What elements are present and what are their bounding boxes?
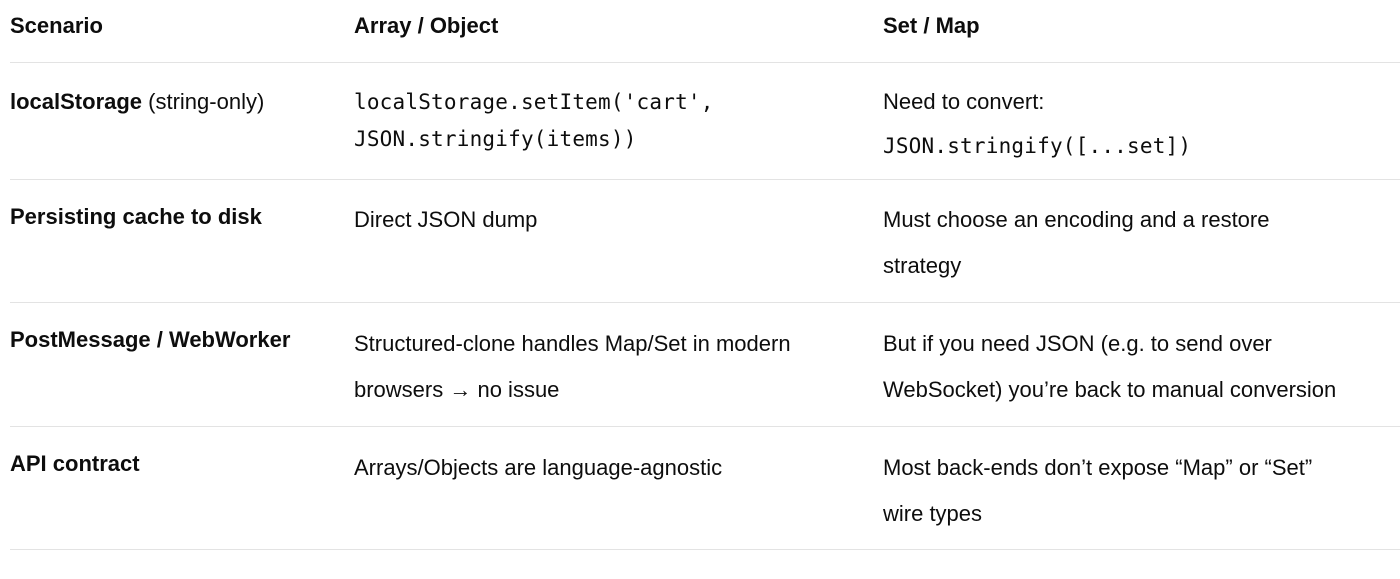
table-row: API contract Arrays/Objects are language… xyxy=(10,426,1400,550)
set-map-cell: But if you need JSON (e.g. to send over … xyxy=(883,321,1400,413)
table-row: Persisting cache to disk Direct JSON dum… xyxy=(10,179,1400,303)
array-object-cell: Arrays/Objects are language-agnostic xyxy=(354,445,864,491)
set-map-cell: Most back-ends don’t expose “Map” or “Se… xyxy=(883,445,1400,537)
array-object-cell: localStorage.setItem('cart', JSON.string… xyxy=(354,84,864,158)
cell-text-line: Direct JSON dump xyxy=(354,207,538,232)
scenario-cell: PostMessage / WebWorker xyxy=(10,327,291,352)
cell-text-line: But if you need JSON (e.g. to send over xyxy=(883,331,1272,356)
array-object-cell: Direct JSON dump xyxy=(354,197,864,243)
set-map-cell: Need to convert: JSON.stringify([...set]… xyxy=(883,82,1400,170)
cell-text-line: WebSocket) you’re back to manual convers… xyxy=(883,377,1337,402)
header-array-object: Array / Object xyxy=(354,13,499,38)
header-scenario: Scenario xyxy=(10,13,103,38)
cell-text-line: Most back-ends don’t expose “Map” or “Se… xyxy=(883,455,1313,480)
cell-text-line: Structured-clone handles Map/Set in mode… xyxy=(354,331,791,356)
table-row: localStorage (string-only) localStorage.… xyxy=(10,62,1400,180)
cell-text-line: Arrays/Objects are language-agnostic xyxy=(354,455,723,480)
cell-text-line: Must choose an encoding and a restore xyxy=(883,207,1270,232)
code-line: localStorage.setItem('cart', xyxy=(354,90,714,114)
cell-text-line: Need to convert: xyxy=(883,89,1045,114)
array-object-cell: Structured-clone handles Map/Set in mode… xyxy=(354,321,864,413)
scenario-cell: localStorage (string-only) xyxy=(10,79,340,125)
table-header-row: Scenario Array / Object Set / Map xyxy=(10,0,1400,63)
cell-text-line: wire types xyxy=(883,501,983,526)
code-line: JSON.stringify([...set]) xyxy=(883,134,1192,158)
scenario-cell: Persisting cache to disk xyxy=(10,204,262,229)
table-row: PostMessage / WebWorker Structured-clone… xyxy=(10,302,1400,427)
scenario-note: (string-only) xyxy=(142,89,265,114)
scenario-cell: API contract xyxy=(10,451,140,476)
scenario-name: localStorage xyxy=(10,89,143,114)
cell-text-line: strategy xyxy=(883,253,962,278)
set-map-cell: Must choose an encoding and a restore st… xyxy=(883,197,1400,289)
code-line: JSON.stringify(items)) xyxy=(354,127,637,151)
cell-text-line: browsers → no issue xyxy=(354,377,560,402)
header-set-map: Set / Map xyxy=(883,13,980,38)
